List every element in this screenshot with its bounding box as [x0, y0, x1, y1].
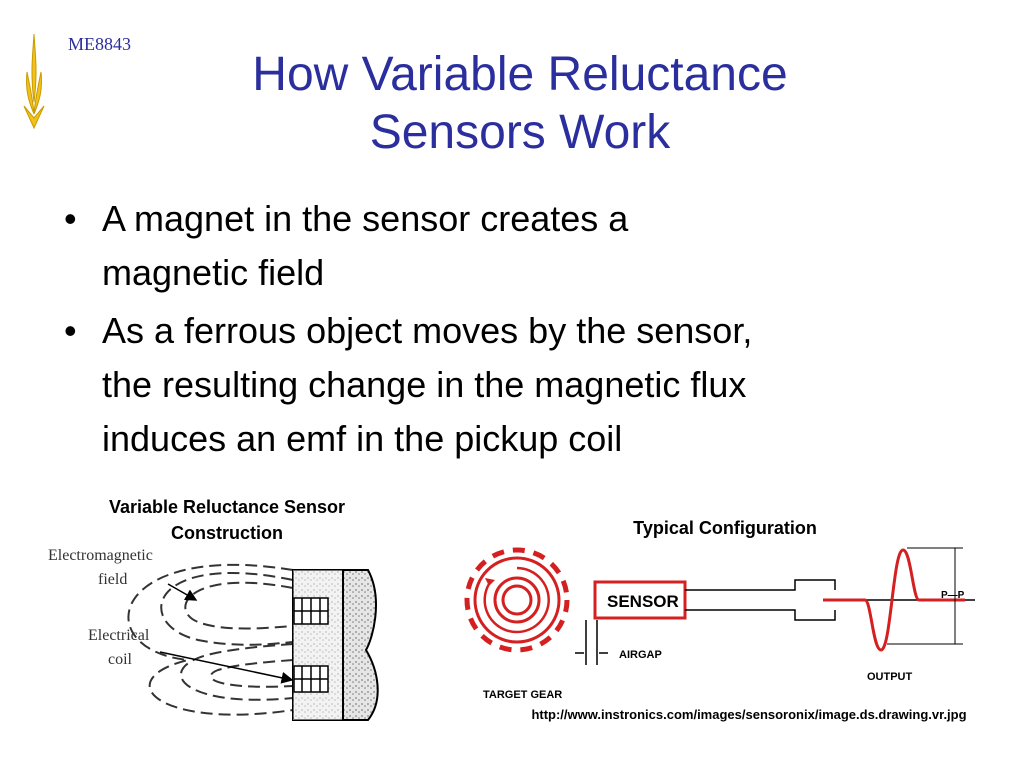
bullet-list: • A magnet in the sensor creates a magne…: [58, 192, 988, 470]
bullet-2-line-3: induces an emf in the pickup coil: [102, 418, 623, 459]
figure-right-caption: Typical Configuration: [633, 518, 817, 538]
bullet-dot: •: [64, 198, 77, 239]
figure-left-caption: Variable Reluctance Sensor Construction: [72, 494, 382, 546]
field-lines: [127, 563, 294, 716]
target-gear-label: TARGET GEAR: [483, 689, 562, 701]
bullet-2-line-2: the resulting change in the magnetic flu…: [102, 364, 747, 405]
label-field-line-2: field: [98, 571, 127, 588]
sensor-box: [593, 580, 687, 620]
bullet-1-line-1: A magnet in the sensor creates a: [102, 198, 629, 239]
coil-pointer-arrow: [159, 651, 294, 684]
title-line-2: Sensors Work: [369, 106, 671, 159]
label-coil-line-2: coil: [108, 651, 133, 668]
typical-configuration-diagram: TARGET GEAR SENSOR AIRGAP P—P OUTPUT: [464, 547, 975, 701]
source-url: http://www.instronics.com/images/sensoro…: [531, 707, 967, 722]
figure-left-caption-line-2: Construction: [171, 523, 283, 543]
output-label: OUTPUT: [867, 671, 913, 683]
peak-to-peak-label: P—P: [941, 590, 965, 601]
title-line-1: How Variable Reluctance: [252, 48, 788, 101]
field-pointer-arrow: [167, 583, 198, 601]
airgap-label: AIRGAP: [619, 649, 662, 661]
target-gear-icon: [464, 547, 570, 653]
sensor-construction-diagram: Electromagnetic field Electrical coil: [48, 547, 379, 721]
bullet-dot: •: [64, 310, 77, 351]
flame-logo-icon: [23, 33, 45, 130]
slide-title: How Variable Reluctance Sensors Work: [150, 46, 890, 162]
label-field-line-1: Electromagnetic: [48, 547, 153, 564]
figure-left-caption-line-1: Variable Reluctance Sensor: [108, 497, 346, 517]
output-waveform: [823, 548, 965, 652]
bullet-2-line-1: As a ferrous object moves by the sensor,: [102, 310, 753, 351]
label-coil-line-1: Electrical: [88, 627, 150, 644]
sensor-label: SENSOR: [607, 592, 679, 611]
bullet-item: • A magnet in the sensor creates a magne…: [58, 192, 988, 300]
course-code: ME8843: [68, 34, 131, 54]
bullet-1-line-2: magnetic field: [102, 252, 325, 293]
coil-grid: [293, 597, 329, 693]
bullet-item: • As a ferrous object moves by the senso…: [58, 304, 988, 466]
